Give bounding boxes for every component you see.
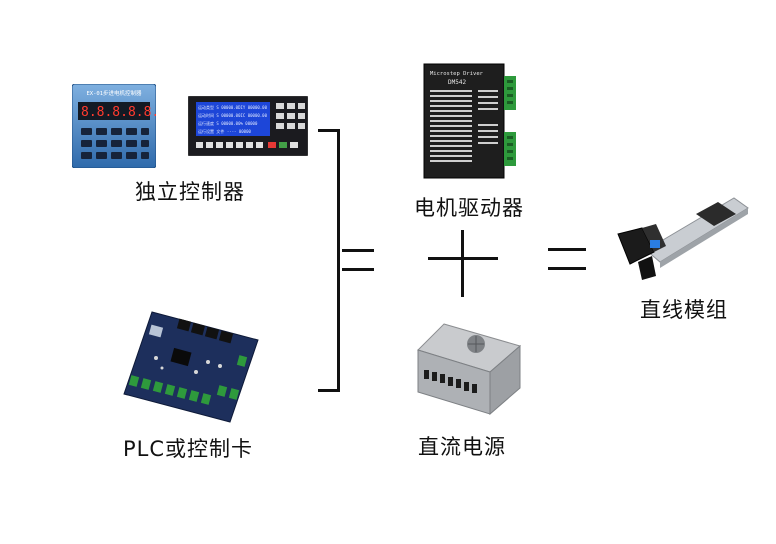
bracket-bottom-tick <box>318 389 340 392</box>
blue-standalone-controller-image: EX-01步进电机控制器 8.8.8.8.8.8.8.8 <box>71 83 198 169</box>
lcd-text-controller-image: 运动类型 S 00000.0DIY 00000.00 运动时间 S 00000.… <box>187 95 309 157</box>
plus-sign-vertical <box>461 230 464 297</box>
lcd-line-3: 运行速度 S 00000.00% 00000 <box>198 120 258 126</box>
plc-control-board-image <box>122 306 260 424</box>
equals-sign-right-bottom <box>548 267 586 270</box>
blue-controller-title: EX-01步进电机控制器 <box>86 89 142 97</box>
equals-sign-left-bottom <box>342 268 374 271</box>
svg-text:8.8.8.8.8.8.8.8: 8.8.8.8.8.8.8.8 <box>81 105 156 120</box>
linear-module-image <box>612 192 750 282</box>
lcd-line-1: 运动类型 S 00000.0DIY 00000.00 <box>198 104 268 110</box>
equals-sign-right-top <box>548 248 586 251</box>
standalone-controller-label: 独立控制器 <box>135 180 245 204</box>
lcd-line-4: 运行设置 文件 ---- 00000 <box>198 128 251 134</box>
lcd-line-2: 运动时间 S 00000.00IC 00000.00 <box>198 112 268 118</box>
motor-driver-label: 电机驱动器 <box>414 196 524 220</box>
equals-sign-left-top <box>342 249 374 252</box>
plc-card-label: PLC或控制卡 <box>123 437 254 461</box>
bracket-vertical <box>337 129 340 392</box>
dc-power-label: 直流电源 <box>418 435 506 459</box>
linear-module-label: 直线模组 <box>640 298 728 322</box>
driver-model: DM542 <box>448 79 466 86</box>
driver-brand: Microstep Driver <box>430 71 484 77</box>
stepper-motor-driver-image: Microstep Driver DM542 <box>422 62 522 180</box>
bracket-top-tick <box>318 129 340 132</box>
dc-power-supply-image <box>414 322 522 418</box>
